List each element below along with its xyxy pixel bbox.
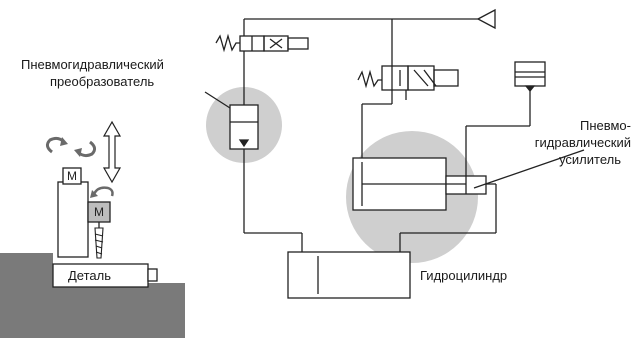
booster-label-line1: Пневмо- [579,118,631,133]
side-rotation-arrow-icon [90,186,114,198]
motor-top-label: M [67,169,77,183]
right-directional-valve [357,65,459,158]
booster-leader-line [473,149,585,189]
hydro-cylinder-label: Гидроцилиндр [420,268,508,283]
hydraulic-tank [465,61,546,178]
hydraulic-cylinder [287,251,411,299]
left-valve-spring-icon [215,33,240,53]
rotation-arrows-icon [45,136,97,158]
spindle-column [57,181,89,258]
pneumohydraulic-booster [352,157,497,252]
part-label: Деталь [68,268,111,283]
right-valve-spring-icon [357,69,382,89]
pneumohydraulic-converter [229,68,303,252]
drilling-machine [0,167,185,338]
converter-label-line1: Пневмогидравлический [21,57,164,72]
converter-leader-line [204,91,231,109]
motor-top-box [62,167,82,185]
booster-label-line3: усилитель [559,152,621,167]
left-directional-valve [215,33,309,68]
converter-label-line2: преобразователь [50,74,155,89]
double-arrow-vertical-icon [102,120,122,184]
booster-label-line2: гидравлический [534,135,631,150]
exhaust-triangle-icon [476,8,496,30]
motor-side-label: M [94,205,104,219]
